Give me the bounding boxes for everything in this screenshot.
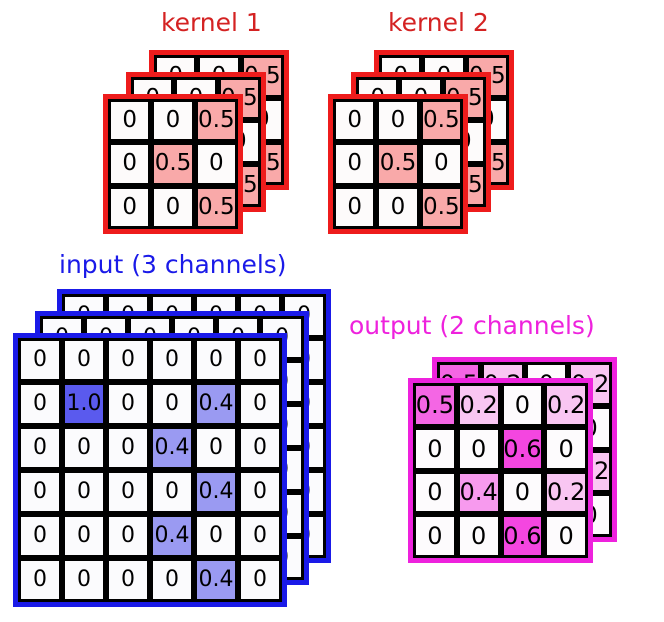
matrix-cell: 0	[238, 470, 282, 514]
matrix-cell: 0	[106, 426, 150, 470]
matrix-cell: 0.5	[419, 185, 463, 229]
matrix-cell: 0	[150, 382, 194, 426]
matrix-cell: 0.5	[376, 142, 420, 186]
matrix-cell: 0	[333, 185, 377, 229]
matrix-cell: 0.2	[544, 470, 588, 515]
matrix-cell: 0	[106, 382, 150, 426]
matrix-cell: 0	[150, 470, 194, 514]
matrix-cell: 0	[106, 558, 150, 602]
matrix-cell: 0	[106, 514, 150, 558]
matrix-cell: 0.5	[419, 99, 463, 143]
matrix-cell: 0	[413, 514, 457, 558]
matrix-cell: 0	[62, 470, 106, 514]
matrix-cell: 0	[108, 142, 152, 186]
matrix-cell: 0	[194, 426, 238, 470]
matrix-cell: 0	[238, 426, 282, 470]
matrix-cell: 0	[456, 514, 501, 558]
matrix-cell: 0.5	[151, 142, 195, 186]
matrix-cell: 0	[500, 383, 545, 427]
matrix-cell: 0.6	[500, 514, 545, 558]
matrix-cell: 1.0	[62, 382, 106, 426]
kernel1-label: kernel 1	[161, 8, 262, 37]
matrix-cell: 0	[18, 514, 62, 558]
matrix-cell: 0	[108, 99, 152, 143]
matrix-cell: 0.4	[150, 426, 194, 470]
output-label: output (2 channels)	[349, 311, 595, 340]
matrix-cell: 0.6	[500, 426, 545, 471]
matrix-cell: 0	[18, 338, 62, 382]
matrix-cell: 0	[413, 426, 457, 471]
matrix-cell: 0.5	[194, 185, 238, 229]
matrix-cell: 0	[333, 142, 377, 186]
matrix-cell: 0.4	[456, 470, 501, 515]
matrix-cell: 0	[106, 338, 150, 382]
matrix-cell: 0	[194, 338, 238, 382]
matrix-cell: 0.2	[456, 383, 501, 427]
matrix-cell: 0	[194, 142, 238, 186]
matrix-cell: 0.4	[194, 470, 238, 514]
matrix-cell: 0	[150, 338, 194, 382]
matrix-cell: 0	[544, 426, 588, 471]
matrix-cell: 0	[108, 185, 152, 229]
matrix-cell: 0	[238, 338, 282, 382]
matrix-cell: 0	[18, 382, 62, 426]
matrix-cell: 0	[150, 558, 194, 602]
matrix-cell: 0.5	[413, 383, 457, 427]
matrix-cell: 0	[544, 514, 588, 558]
matrix-cell: 0	[62, 338, 106, 382]
matrix-cell: 0	[106, 470, 150, 514]
matrix-cell: 0	[18, 426, 62, 470]
matrix-cell: 0	[333, 99, 377, 143]
input-label: input (3 channels)	[59, 250, 287, 279]
matrix-cell: 0	[18, 558, 62, 602]
matrix-cell: 0.2	[544, 383, 588, 427]
matrix-cell: 0	[62, 514, 106, 558]
matrix-cell: 0	[62, 426, 106, 470]
matrix-cell: 0	[18, 470, 62, 514]
matrix-cell: 0.4	[194, 558, 238, 602]
matrix-cell: 0	[376, 185, 420, 229]
matrix-cell: 0	[238, 558, 282, 602]
matrix-cell: 0	[413, 470, 457, 515]
matrix-cell: 0	[238, 382, 282, 426]
matrix-cell: 0	[456, 426, 501, 471]
matrix-cell: 0	[151, 99, 195, 143]
matrix-cell: 0	[194, 514, 238, 558]
matrix-cell: 0	[419, 142, 463, 186]
matrix-cell: 0	[62, 558, 106, 602]
matrix-cell: 0.4	[150, 514, 194, 558]
kernel2-label: kernel 2	[388, 8, 489, 37]
matrix-cell: 0	[151, 185, 195, 229]
matrix-cell: 0	[376, 99, 420, 143]
matrix-cell: 0	[500, 470, 545, 515]
matrix-cell: 0.4	[194, 382, 238, 426]
matrix-cell: 0.5	[194, 99, 238, 143]
matrix-cell: 0	[238, 514, 282, 558]
